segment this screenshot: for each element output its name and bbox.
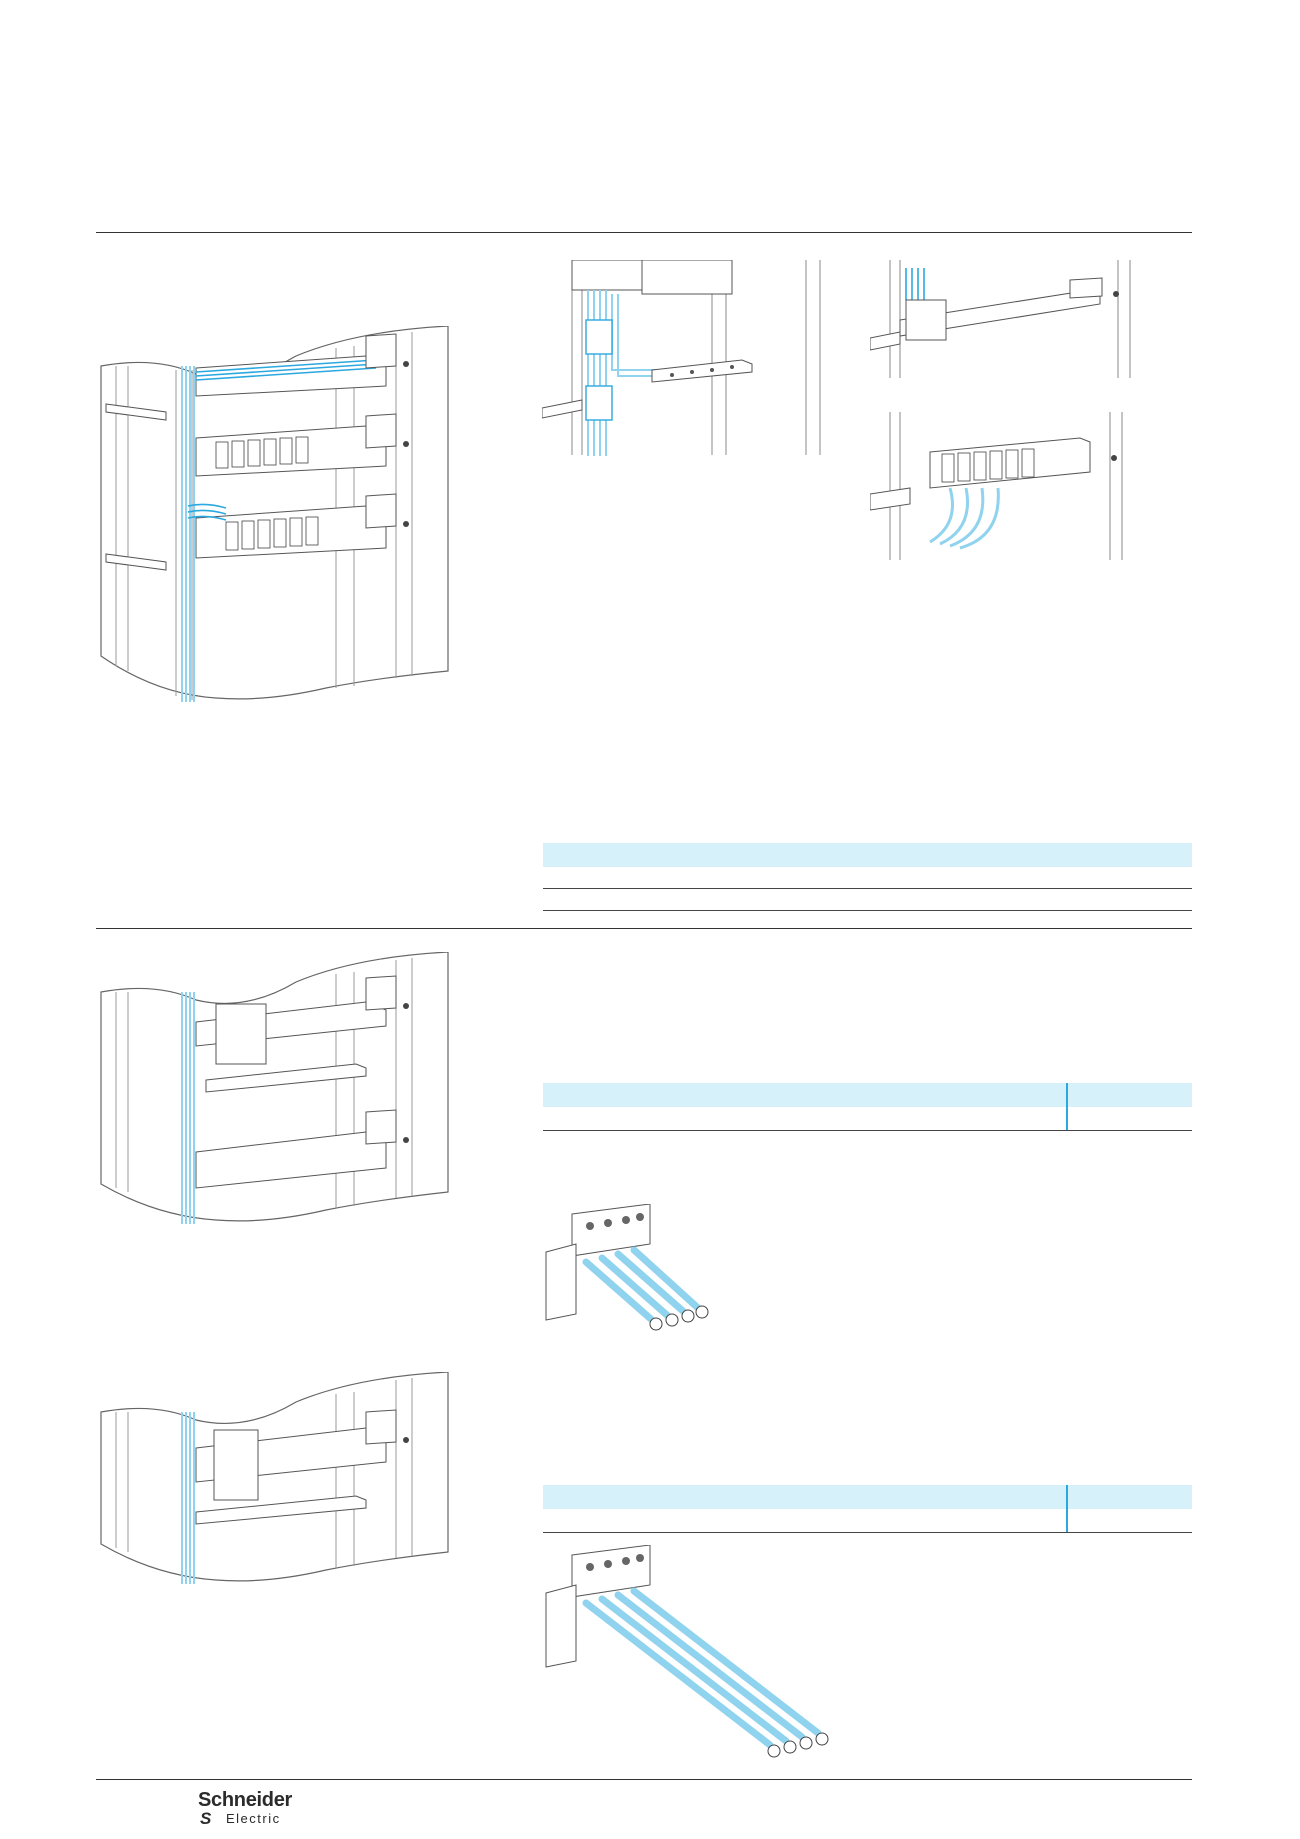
table-column-divider-2 xyxy=(1066,1083,1068,1131)
rail-illustration xyxy=(870,260,1142,380)
switchboard-illustration xyxy=(96,952,452,1242)
table-row-rule-2 xyxy=(543,1130,1192,1131)
connector-kit-illustration xyxy=(540,1545,850,1773)
busbar-illustration xyxy=(542,260,832,460)
table-column-divider-3 xyxy=(1066,1485,1068,1533)
table-row-rule-3 xyxy=(543,1532,1192,1533)
section-divider-rule xyxy=(96,928,1192,929)
table-row-rule-1a xyxy=(543,888,1192,889)
table-header-band-3 xyxy=(543,1485,1192,1509)
table-header-band-2 xyxy=(543,1083,1192,1107)
brand-mark-icon: S xyxy=(200,1809,212,1828)
schneider-electric-logo: Schneider S Electric xyxy=(198,1789,318,1829)
table-row-rule-1b xyxy=(543,910,1192,911)
header-rule xyxy=(96,232,1192,233)
connector-kit-illustration xyxy=(540,1204,720,1350)
footer-rule xyxy=(96,1779,1192,1780)
table-header-band-1 xyxy=(543,843,1192,867)
switchboard-illustration xyxy=(96,1372,452,1602)
switchboard-illustration xyxy=(96,326,452,712)
rail-cables-illustration xyxy=(870,412,1142,562)
brand-name: Schneider xyxy=(198,1789,292,1811)
brand-subname: Electric xyxy=(226,1811,281,1826)
